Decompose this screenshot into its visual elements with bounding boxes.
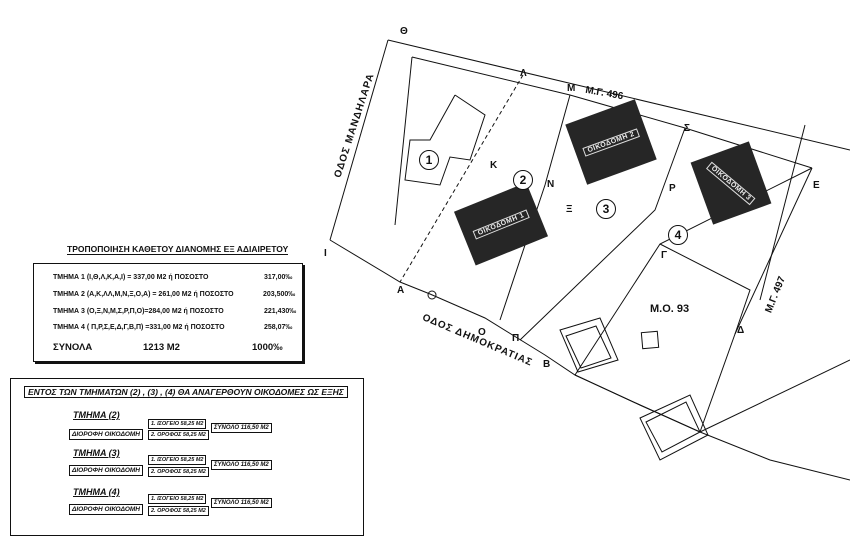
west-boundary xyxy=(394,56,413,226)
section-4-name: ΤΜΗΜΑ (4) xyxy=(73,487,120,497)
mandilara-edge xyxy=(329,39,389,241)
mo93-outline xyxy=(574,243,751,433)
point-sigma: Σ xyxy=(684,123,691,134)
mo93-structure-1 xyxy=(559,317,619,373)
division-1-2-dashed xyxy=(399,74,524,283)
division-total-area: 1213 Μ2 xyxy=(143,342,180,353)
division-row-3: ΤΜΗΜΑ 3 (Ο,Ξ,Ν,Μ,Σ,Ρ,Π,Ο)=284,00 Μ2 ή ΠΟ… xyxy=(53,308,224,315)
point-rho: Ρ xyxy=(669,183,676,194)
division-row-4: ΤΜΗΜΑ 4 ( Π,Ρ,Σ,Ε,Δ,Γ,Β,Π) =331,00 Μ2 ή … xyxy=(53,324,225,331)
point-kappa: Κ xyxy=(490,160,498,171)
division-2-3 xyxy=(499,94,571,321)
division-row-1-value: 317,00‰ xyxy=(264,274,293,281)
mo93-structure-2b xyxy=(645,401,701,453)
division-table: ΤΜΗΜΑ 1 (Ι,Θ,Λ,Κ,Α,Ι) = 337,00 Μ2 ή ΠΟΣΟ… xyxy=(33,263,303,362)
point-epsilon: Ε xyxy=(813,180,820,191)
mo93-structure-1b xyxy=(565,325,612,369)
division-total-value: 1000‰ xyxy=(252,342,283,353)
construction-table-title: ΕΝΤΟΣ ΤΩΝ ΤΜΗΜΑΤΩΝ (2) , (3) , (4) ΘΑ ΑΝ… xyxy=(24,386,348,398)
building-1-label: ΟΙΚΟΔΟΜΗ 1 xyxy=(472,209,530,239)
division-row-1: ΤΜΗΜΑ 1 (Ι,Θ,Λ,Κ,Α,Ι) = 337,00 Μ2 ή ΠΟΣΟ… xyxy=(53,274,209,281)
boundary-theta-line xyxy=(387,39,850,151)
section-3-name: ΤΜΗΜΑ (3) xyxy=(73,448,120,458)
east-road-edge-2 xyxy=(759,124,806,301)
point-pi: Π xyxy=(512,333,520,344)
point-iota: Ι xyxy=(324,248,327,259)
division-row-3-value: 221,430‰ xyxy=(264,308,297,315)
building-3-label: ΟΙΚΟΔΟΜΗ 3 xyxy=(706,161,756,205)
construction-table: ΕΝΤΟΣ ΤΩΝ ΤΜΗΜΑΤΩΝ (2) , (3) , (4) ΘΑ ΑΝ… xyxy=(10,378,364,536)
building-2-label: ΟΙΚΟΔΟΜΗ 2 xyxy=(582,127,640,157)
plot-number-2: 2 xyxy=(513,170,533,190)
survey-point-circle xyxy=(427,290,437,300)
division-row-4-value: 258,07‰ xyxy=(264,324,293,331)
point-beta: Β xyxy=(543,359,551,370)
section-3-floor2: 2. ΟΡΟΦΟΣ 58,25 Μ2 xyxy=(148,467,209,477)
southeast-line xyxy=(699,359,850,433)
mo93-small-square xyxy=(640,330,660,350)
section-3-type: ΔΙΟΡΟΦΗ ΟΙΚΟΔΟΜΗ xyxy=(69,465,143,476)
plot1-outline xyxy=(404,94,486,186)
plot-number-1: 1 xyxy=(419,150,439,170)
section-2-name: ΤΜΗΜΑ (2) xyxy=(73,410,120,420)
division-row-2: ΤΜΗΜΑ 2 (Α,Κ,ΛΛ,Μ,Ν,Ξ,Ο,Α) = 261,00 Μ2 ή… xyxy=(53,291,234,298)
point-omicron: Ο xyxy=(478,327,486,338)
section-2-floor2: 2. ΟΡΟΦΟΣ 58,25 Μ2 xyxy=(148,430,209,440)
division-table-title: ΤΡΟΠΟΠΟΙΗΣΗ ΚΑΘΕΤΟΥ ΔΙΑΝΟΜΗΣ ΕΞ ΑΔΙΑΙΡΕΤ… xyxy=(67,244,289,255)
mo93-structure-2 xyxy=(639,394,709,461)
point-nu: Ν xyxy=(547,179,555,190)
section-3-floor1: 1. ΙΣΟΓΕΙΟ 58,25 Μ2 xyxy=(148,455,207,465)
dimokratias-edge xyxy=(329,239,850,481)
section-2-floor1: 1. ΙΣΟΓΕΙΟ 58,25 Μ2 xyxy=(148,419,207,429)
plot-number-3: 3 xyxy=(596,199,616,219)
point-delta: Δ xyxy=(737,325,745,336)
point-theta: Θ xyxy=(400,26,408,37)
point-lambda: Λ xyxy=(520,68,527,79)
point-alpha: Α xyxy=(397,285,405,296)
point-mu: Μ xyxy=(567,83,576,94)
parcel-mo-93: Μ.Ο. 93 xyxy=(650,303,690,315)
section-2-total: ΣΥΝΟΛΟ 116,50 Μ2 xyxy=(211,423,272,433)
section-3-total: ΣΥΝΟΛΟ 116,50 Μ2 xyxy=(211,460,272,470)
division-row-2-value: 203,500‰ xyxy=(263,291,296,298)
plot-number-4: 4 xyxy=(668,225,688,245)
division-total-label: ΣΥΝΟΛΑ xyxy=(53,342,93,353)
section-4-total: ΣΥΝΟΛΟ 116,50 Μ2 xyxy=(211,498,272,508)
section-4-type: ΔΙΟΡΟΦΗ ΟΙΚΟΔΟΜΗ xyxy=(69,504,143,515)
south-boundary xyxy=(574,167,813,376)
section-2-type: ΔΙΟΡΟΦΗ ΟΙΚΟΔΟΜΗ xyxy=(69,429,143,440)
east-road-edge xyxy=(734,167,813,335)
section-4-floor1: 1. ΙΣΟΓΕΙΟ 58,25 Μ2 xyxy=(148,494,207,504)
point-xi: Ξ xyxy=(566,204,573,215)
division-3-4 xyxy=(519,127,686,341)
point-gamma: Γ xyxy=(661,250,668,261)
section-4-floor2: 2. ΟΡΟΦΟΣ 58,25 Μ2 xyxy=(148,506,209,516)
